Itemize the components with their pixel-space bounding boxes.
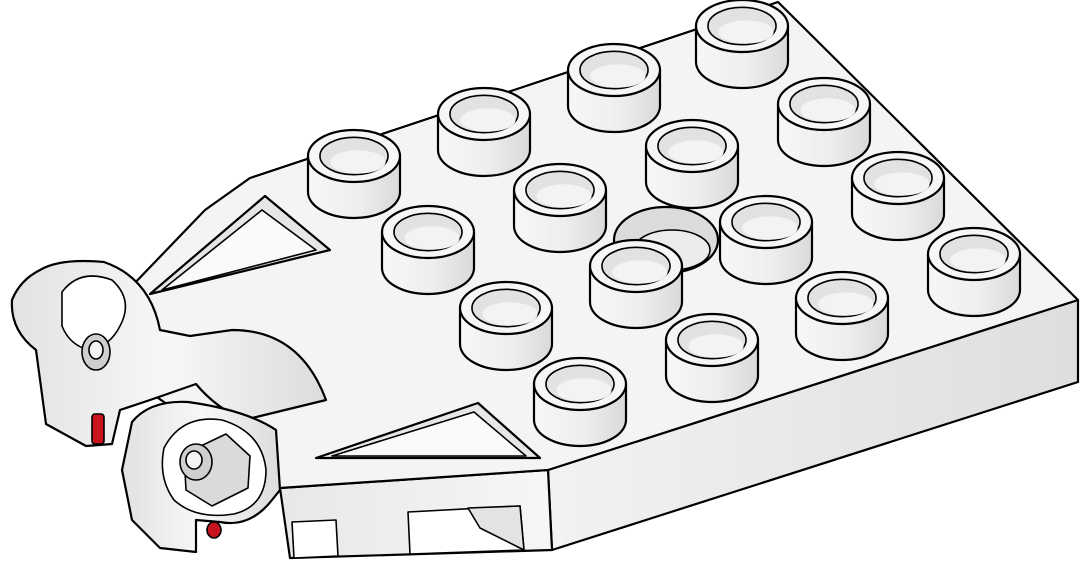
triangular-cutout-lower-inner bbox=[331, 411, 527, 457]
stud bbox=[850, 150, 946, 242]
stud bbox=[794, 270, 890, 362]
stud bbox=[926, 226, 1022, 318]
stud bbox=[306, 128, 402, 220]
stud bbox=[512, 162, 608, 254]
front-notch-2-inner bbox=[467, 505, 525, 551]
stud bbox=[566, 42, 662, 134]
stud bbox=[644, 118, 740, 210]
stud bbox=[532, 356, 628, 448]
front-notch-1 bbox=[291, 519, 339, 559]
stud bbox=[718, 194, 814, 286]
stud bbox=[458, 280, 554, 372]
clip-hinge-left bbox=[10, 259, 328, 448]
stud bbox=[694, 0, 790, 90]
stud bbox=[380, 204, 476, 296]
stud bbox=[436, 86, 532, 178]
clip-left-red-mark bbox=[91, 413, 105, 445]
stud-grid bbox=[306, 0, 1022, 448]
stud bbox=[588, 238, 684, 330]
stud bbox=[776, 76, 872, 168]
clip-right-red-mark bbox=[206, 521, 222, 539]
clip-hinge-right bbox=[120, 400, 282, 554]
stud bbox=[664, 312, 760, 404]
triangular-cutout-upper-inner bbox=[161, 209, 317, 291]
